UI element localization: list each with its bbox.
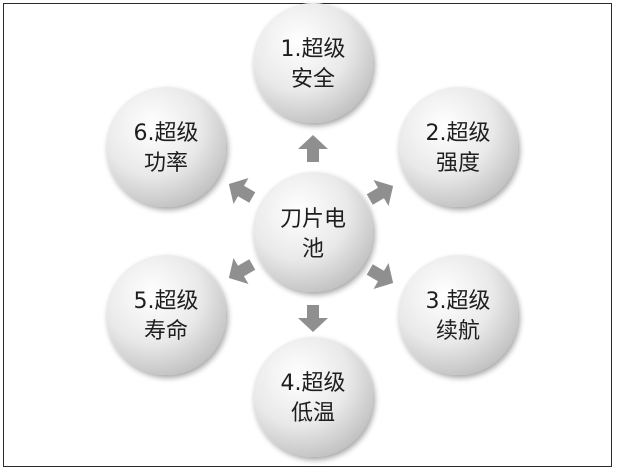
node-3: 3.超级 续航	[398, 255, 518, 375]
center-circle	[253, 172, 373, 292]
node-6-circle	[106, 87, 226, 207]
node-4-label-line2: 低温	[291, 401, 335, 426]
center-label-line1: 刀片电	[280, 207, 346, 232]
node-1: 1.超级 安全	[253, 3, 373, 123]
node-1-label-line2: 安全	[291, 67, 335, 92]
node-3-label-line1: 3.超级	[426, 289, 491, 314]
arrow-to-node-1	[298, 135, 328, 162]
arrow-to-node-5	[228, 258, 256, 284]
node-5: 5.超级 寿命	[106, 255, 226, 375]
node-3-circle	[398, 255, 518, 375]
node-2: 2.超级 强度	[398, 87, 518, 207]
arrow-to-node-3	[366, 263, 394, 289]
center-node: 刀片电 池	[253, 172, 373, 292]
node-3-label-line2: 续航	[436, 319, 480, 344]
node-1-circle	[253, 3, 373, 123]
arrow-to-node-4	[298, 305, 328, 332]
arrows	[228, 135, 394, 332]
center-label-line2: 池	[302, 237, 324, 262]
node-2-label-line1: 2.超级	[426, 121, 491, 146]
arrow-to-node-2	[366, 180, 394, 206]
node-2-label-line2: 强度	[436, 151, 480, 176]
node-6-label-line1: 6.超级	[134, 121, 199, 146]
arrow-to-node-6	[228, 178, 256, 204]
node-4: 4.超级 低温	[253, 337, 373, 457]
node-5-label-line1: 5.超级	[134, 289, 199, 314]
node-6: 6.超级 功率	[106, 87, 226, 207]
node-2-circle	[398, 87, 518, 207]
node-6-label-line2: 功率	[144, 151, 188, 176]
node-1-label-line1: 1.超级	[281, 37, 346, 62]
node-4-label-line1: 4.超级	[281, 371, 346, 396]
node-4-circle	[253, 337, 373, 457]
node-5-label-line2: 寿命	[144, 319, 188, 344]
node-5-circle	[106, 255, 226, 375]
